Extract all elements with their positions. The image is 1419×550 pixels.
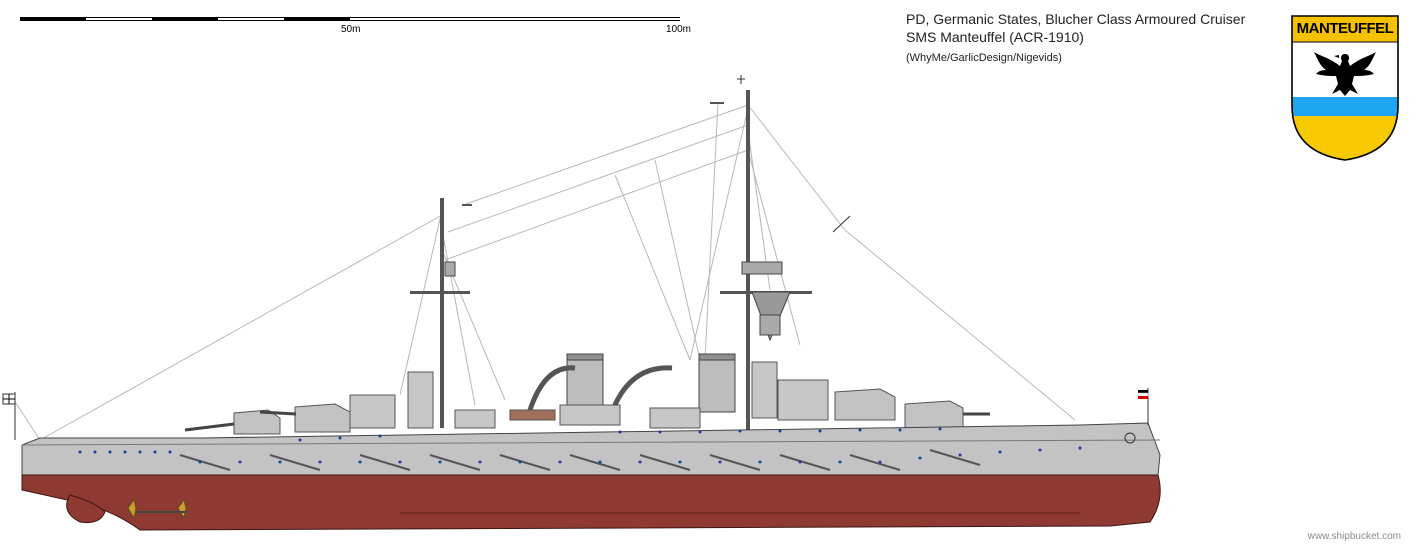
ship-name: SMS Manteuffel (ACR-1910): [906, 29, 1084, 45]
credits: (WhyMe/GarlicDesign/Nigevids): [906, 52, 1062, 64]
crest-name: MANTEUFFEL: [1296, 20, 1394, 37]
scale-label-50m: 50m: [341, 24, 361, 35]
propellers: [127, 498, 187, 520]
drawing-title: PD, Germanic States, Blucher Class Armou…: [906, 11, 1246, 27]
ensign-flag: [2, 392, 16, 440]
crest: MANTEUFFEL: [1290, 14, 1400, 162]
belt-armor-lines: [179, 449, 981, 471]
fore-mast: [410, 198, 472, 428]
jack-flag: [1137, 388, 1149, 425]
hull: [21, 422, 1161, 531]
watermark: www.shipbucket.com: [1307, 531, 1401, 542]
superstructure: [349, 361, 829, 429]
bow-crest-icon: [1124, 432, 1136, 444]
gun-turrets: [184, 388, 990, 435]
rigging: [9, 102, 1076, 441]
scale-label-100m: 100m: [666, 24, 692, 35]
funnels: [566, 353, 736, 413]
boat-cranes: [527, 365, 673, 413]
scale-bar: [20, 17, 680, 23]
eagle-icon: [1314, 52, 1376, 96]
main-mast: [710, 75, 851, 430]
portholes: [78, 427, 1082, 464]
